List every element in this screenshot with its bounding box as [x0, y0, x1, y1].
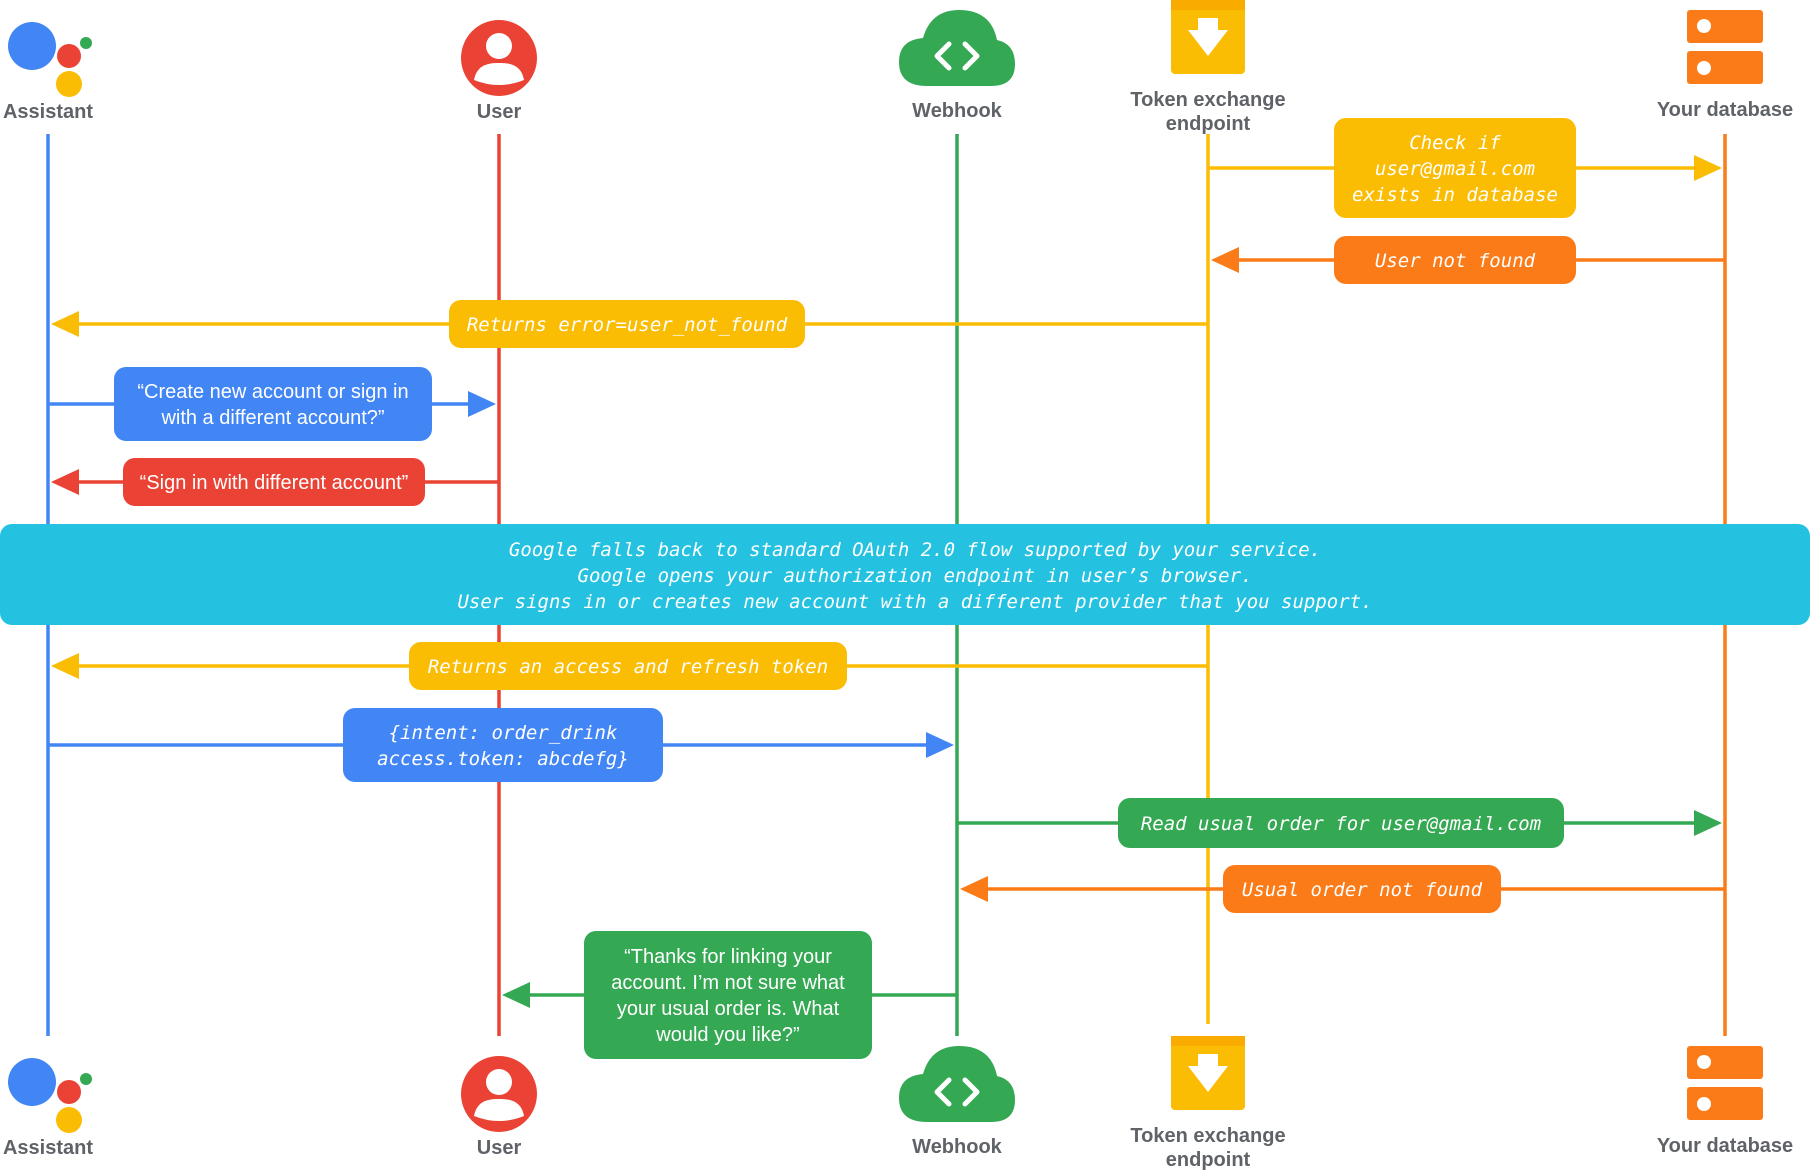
message-text: Returns an access and refresh token — [428, 656, 828, 678]
user-avatar-icon — [461, 20, 537, 96]
message-3: Returns error=user_not_found — [51, 300, 1208, 348]
message-text: account. I’m not sure what — [611, 972, 845, 994]
message-box — [584, 931, 872, 1059]
message-6: Returns an access and refresh token — [51, 642, 1208, 690]
message-5: “Sign in with different account” — [51, 458, 499, 506]
message-text: would you like?” — [655, 1024, 799, 1046]
message-text: Read usual order for user@gmail.com — [1141, 813, 1541, 835]
message-text: {intent: order_drink — [389, 722, 618, 744]
message-box — [123, 458, 425, 506]
message-4: “Create new account or sign in with a dif… — [48, 367, 496, 441]
message-text: “Sign in with different account” — [140, 472, 409, 494]
google-assistant-icon — [8, 22, 92, 97]
actor-label-assistant: Assistant — [3, 1137, 93, 1159]
message-box — [449, 300, 805, 348]
message-box — [343, 708, 663, 782]
actor-label-webhook: Webhook — [912, 100, 1003, 122]
actor-label-assistant: Assistant — [3, 101, 93, 123]
message-text: Usual order not found — [1242, 879, 1483, 901]
arrowhead-icon — [1211, 247, 1239, 273]
banner-text-line: Google falls back to standard OAuth 2.0 … — [509, 539, 1321, 561]
message-text: “Thanks for linking your — [624, 946, 832, 968]
arrowhead-icon — [502, 982, 530, 1008]
message-text: access.token: abcdefg} — [377, 748, 629, 770]
actor-label-user: User — [477, 1137, 522, 1159]
message-text: “Create new account or sign in — [137, 381, 408, 403]
message-1: Check if user@gmail.com exists in database — [1208, 118, 1722, 218]
message-text: your usual order is. What — [617, 998, 840, 1020]
arrowhead-icon — [1694, 155, 1722, 181]
message-10: “Thanks for linking your account. I’m not… — [502, 931, 957, 1059]
message-9: Usual order not found — [960, 865, 1725, 913]
message-text: with a different account?” — [160, 407, 384, 429]
banner-text-line: User signs in or creates new account wit… — [457, 591, 1372, 613]
database-server-icon — [1687, 1046, 1763, 1120]
banner-text-line: Google opens your authorization endpoint… — [578, 565, 1253, 587]
user-avatar-icon — [461, 1056, 537, 1132]
cloud-code-icon — [899, 10, 1015, 86]
message-text: exists in database — [1352, 184, 1558, 206]
actor-label-token: endpoint — [1166, 113, 1251, 135]
actor-label-webhook: Webhook — [912, 1136, 1003, 1158]
arrowhead-icon — [468, 391, 496, 417]
message-box — [1334, 118, 1576, 218]
message-box — [1118, 798, 1564, 848]
database-server-icon — [1687, 10, 1763, 84]
google-assistant-icon — [8, 1058, 92, 1133]
download-box-icon — [1171, 0, 1245, 74]
oauth-fallback-banner: Google falls back to standard OAuth 2.0 … — [0, 524, 1810, 625]
message-text: Returns error=user_not_found — [467, 314, 788, 336]
message-2: User not found — [1211, 236, 1725, 284]
download-box-icon — [1171, 1036, 1245, 1110]
message-text: Check if — [1409, 132, 1501, 154]
message-box — [114, 367, 432, 441]
cloud-code-icon — [899, 1046, 1015, 1122]
arrowhead-icon — [51, 311, 79, 337]
message-text: User not found — [1375, 250, 1536, 272]
message-8: Read usual order for user@gmail.com — [957, 798, 1722, 848]
message-box — [409, 642, 847, 690]
arrowhead-icon — [1694, 810, 1722, 836]
message-box — [1334, 236, 1576, 284]
arrowhead-icon — [960, 876, 988, 902]
actor-label-token: endpoint — [1166, 1149, 1251, 1171]
actor-label-database: Your database — [1657, 99, 1793, 121]
actor-label-database: Your database — [1657, 1135, 1793, 1157]
actor-label-user: User — [477, 101, 522, 123]
message-7: {intent: order_drink access.token: abcdef… — [48, 708, 954, 782]
arrowhead-icon — [926, 732, 954, 758]
message-text: user@gmail.com — [1375, 158, 1535, 180]
arrowhead-icon — [51, 653, 79, 679]
arrowhead-icon — [51, 469, 79, 495]
message-box — [1223, 865, 1501, 913]
actor-label-token: Token exchange — [1130, 1125, 1285, 1147]
actor-label-token: Token exchange — [1130, 89, 1285, 111]
